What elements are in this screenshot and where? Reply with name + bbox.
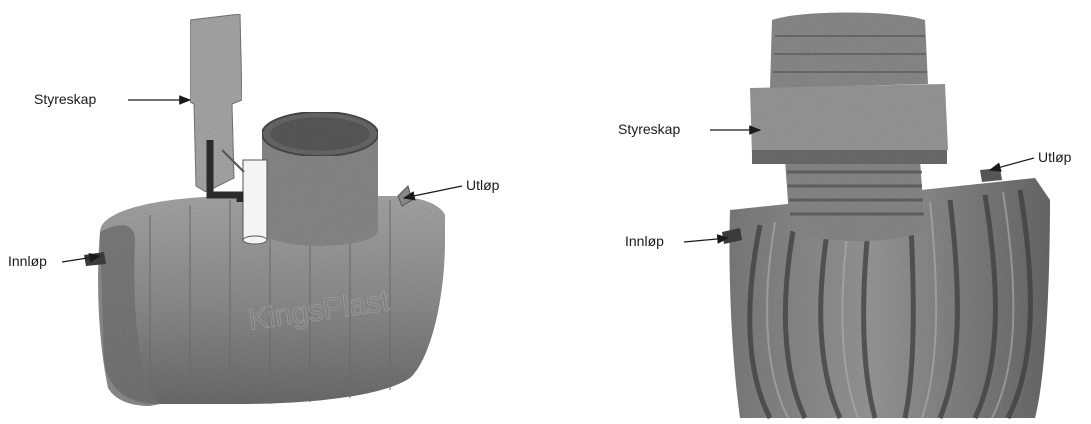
label-inlet-left: Innløp [8,253,47,269]
riser-pipe [243,160,267,240]
vertical-ribbed-tank [684,13,1050,419]
tank-lid [770,13,928,89]
label-control-cabinet-left: Styreskap [34,91,96,107]
leader-line-outlet [404,186,462,198]
label-outlet-right: Utløp [1038,149,1071,165]
inlet-stub [84,252,106,266]
control-cabinet [190,14,242,192]
leader-line-inlet [684,238,728,242]
label-control-cabinet-right: Styreskap [618,121,680,137]
label-outlet-left: Utløp [466,177,499,193]
leader-line-outlet [990,158,1034,170]
horizontal-tank: KingsPlast [62,14,462,406]
label-inlet-right: Innløp [625,233,664,249]
control-cabinet [750,84,948,156]
